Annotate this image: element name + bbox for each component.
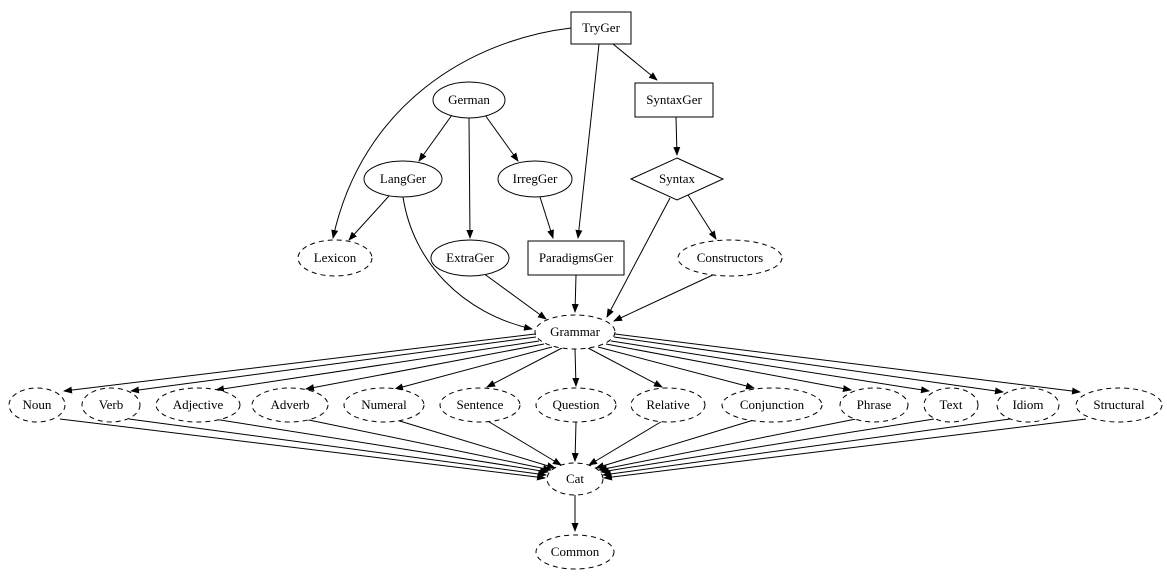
edges-layer [59, 27, 1087, 532]
node-german-label: German [448, 92, 490, 107]
node-idiom: Idiom [996, 387, 1060, 423]
node-constructors: Constructors [677, 239, 783, 277]
node-lexicon: Lexicon [297, 239, 373, 277]
node-adjective: Adjective [155, 387, 241, 423]
node-relative-label: Relative [646, 397, 690, 412]
node-langger-label: LangGer [380, 171, 427, 186]
edge-tryger-paradigmsger [575, 43, 600, 239]
node-relative: Relative [630, 387, 706, 423]
edge-langger-grammar [402, 196, 533, 331]
edge-adverb-cat [303, 418, 552, 472]
node-cat: Cat [546, 462, 604, 496]
edge-grammar-relative [587, 347, 663, 388]
node-conjunction-label: Conjunction [740, 397, 805, 412]
node-tryger-label: TryGer [582, 20, 620, 35]
node-question-label: Question [553, 397, 600, 412]
edge-grammar-verb [130, 336, 537, 394]
edge-tryger-syntaxger [612, 43, 658, 81]
node-paradigmsger: ParadigmsGer [527, 240, 625, 276]
node-grammar: Grammar [534, 314, 616, 350]
node-extrager: ExtraGer [430, 239, 510, 277]
edge-grammar-noun [63, 333, 536, 394]
edge-constructors-grammar [613, 272, 718, 322]
nodes-layer: TryGer SyntaxGer German LangGer IrregGer… [8, 11, 1163, 570]
node-sentence: Sentence [439, 387, 521, 423]
edge-irregger-paradigmsger [539, 196, 554, 239]
node-adjective-label: Adjective [173, 397, 224, 412]
edge-conjunction-cat [595, 418, 758, 470]
node-syntax: Syntax [629, 157, 725, 201]
edge-sentence-cat [485, 419, 562, 466]
edge-grammar-adverb [305, 343, 545, 391]
node-structural-label: Structural [1093, 397, 1145, 412]
edge-numeral-cat [392, 418, 556, 470]
node-phrase: Phrase [839, 387, 909, 423]
node-german: German [432, 81, 506, 119]
edge-german-langger [418, 114, 453, 162]
edge-german-irregger [484, 114, 519, 162]
node-numeral-label: Numeral [361, 397, 407, 412]
edge-grammar-structural [614, 333, 1081, 395]
edge-langger-lexicon [348, 195, 390, 241]
node-adverb-label: Adverb [271, 397, 310, 412]
edge-adjective-cat [213, 418, 549, 475]
edge-grammar-question [572, 348, 580, 387]
edge-noun-cat [59, 418, 546, 481]
edge-grammar-phrase [605, 343, 852, 392]
node-idiom-label: Idiom [1012, 397, 1043, 412]
node-lexicon-label: Lexicon [314, 250, 357, 265]
node-noun-label: Noun [23, 397, 52, 412]
edge-syntax-constructors [687, 194, 717, 240]
node-conjunction: Conjunction [721, 387, 823, 423]
node-paradigmsger-label: ParadigmsGer [539, 250, 614, 265]
node-irregger-label: IrregGer [513, 171, 558, 186]
node-constructors-label: Constructors [697, 250, 763, 265]
node-verb: Verb [81, 387, 141, 423]
edge-paradigmsger-grammar [571, 274, 579, 313]
node-syntaxger-label: SyntaxGer [646, 92, 702, 107]
edge-phrase-cat [598, 418, 857, 472]
edge-german-extrager [466, 117, 474, 239]
node-langger: LangGer [363, 160, 443, 198]
node-text: Text [923, 387, 979, 423]
node-adverb: Adverb [251, 387, 329, 423]
edge-grammar-conjunction [597, 346, 755, 390]
edge-text-cat [600, 418, 935, 475]
edge-grammar-sentence [486, 347, 563, 388]
edge-tryger-lexicon [331, 27, 572, 239]
node-syntax-label: Syntax [659, 171, 696, 186]
node-numeral: Numeral [343, 387, 425, 423]
node-sentence-label: Sentence [457, 397, 504, 412]
node-common: Common [535, 534, 615, 570]
node-verb-label: Verb [99, 397, 124, 412]
node-phrase-label: Phrase [857, 397, 892, 412]
node-noun: Noun [8, 387, 66, 423]
node-extrager-label: ExtraGer [446, 250, 494, 265]
node-irregger: IrregGer [497, 160, 573, 198]
edge-syntax-grammar [606, 197, 671, 318]
node-text-label: Text [940, 397, 963, 412]
node-syntaxger: SyntaxGer [634, 82, 714, 118]
edge-grammar-adjective [215, 340, 540, 393]
node-question: Question [535, 387, 617, 423]
edge-relative-cat [588, 419, 665, 466]
node-cat-label: Cat [566, 471, 584, 486]
edge-structural-cat [603, 418, 1087, 481]
edge-verb-cat [128, 418, 547, 478]
edge-grammar-idiom [613, 336, 1004, 395]
node-grammar-label: Grammar [550, 324, 600, 339]
edge-grammar-numeral [394, 346, 553, 391]
node-structural: Structural [1075, 387, 1163, 423]
edge-idiom-cat [602, 418, 1011, 478]
edge-grammar-text [610, 340, 930, 394]
node-common-label: Common [551, 544, 600, 559]
edge-syntaxger-syntax [673, 116, 681, 156]
node-tryger: TryGer [570, 11, 632, 45]
edge-extrager-grammar [482, 272, 547, 320]
edge-question-cat [571, 421, 579, 462]
